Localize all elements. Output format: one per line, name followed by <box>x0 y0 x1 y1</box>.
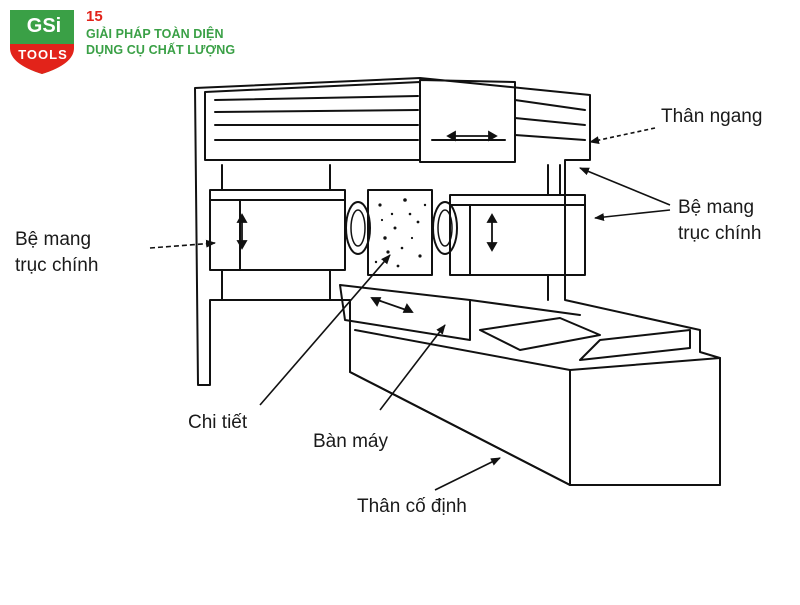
left-headstock <box>209 189 346 271</box>
fixed-bed <box>349 357 721 486</box>
label-ban-may: Bàn máy <box>313 431 388 452</box>
label-than-ngang: Thân ngang <box>661 106 763 127</box>
brand-logo: GSi TOOLS 15 GIẢI PHÁP TOÀN DIỆN DỤNG CỤ… <box>6 6 246 76</box>
brand-tagline-1: GIẢI PHÁP TOÀN DIỆN <box>86 27 224 41</box>
brand-tagline-2: DỤNG CỤ CHẤT LƯỢNG <box>86 43 236 57</box>
logo-bottom-text: TOOLS <box>18 47 68 62</box>
logo-top-text: GSi <box>26 15 62 37</box>
label-be-mang-left-2: trục chính <box>15 255 99 276</box>
label-be-mang-right-1: Bệ mang <box>678 197 755 218</box>
workpiece <box>367 189 433 276</box>
left-spindle <box>345 201 371 255</box>
label-chi-tiet: Chi tiết <box>188 412 248 433</box>
top-slide-block <box>419 79 516 163</box>
anniversary-badge: 15 <box>86 8 103 25</box>
leader-lines <box>149 127 671 491</box>
label-than-co-dinh: Thân cố định <box>357 496 467 517</box>
logo-shield-icon <box>10 10 74 74</box>
cross-rail <box>204 81 421 161</box>
label-be-mang-right-2: trục chính <box>678 223 762 244</box>
workpiece-texture <box>374 198 427 268</box>
right-headstock <box>449 194 586 276</box>
label-be-mang-left-1: Bệ mang <box>15 229 92 250</box>
